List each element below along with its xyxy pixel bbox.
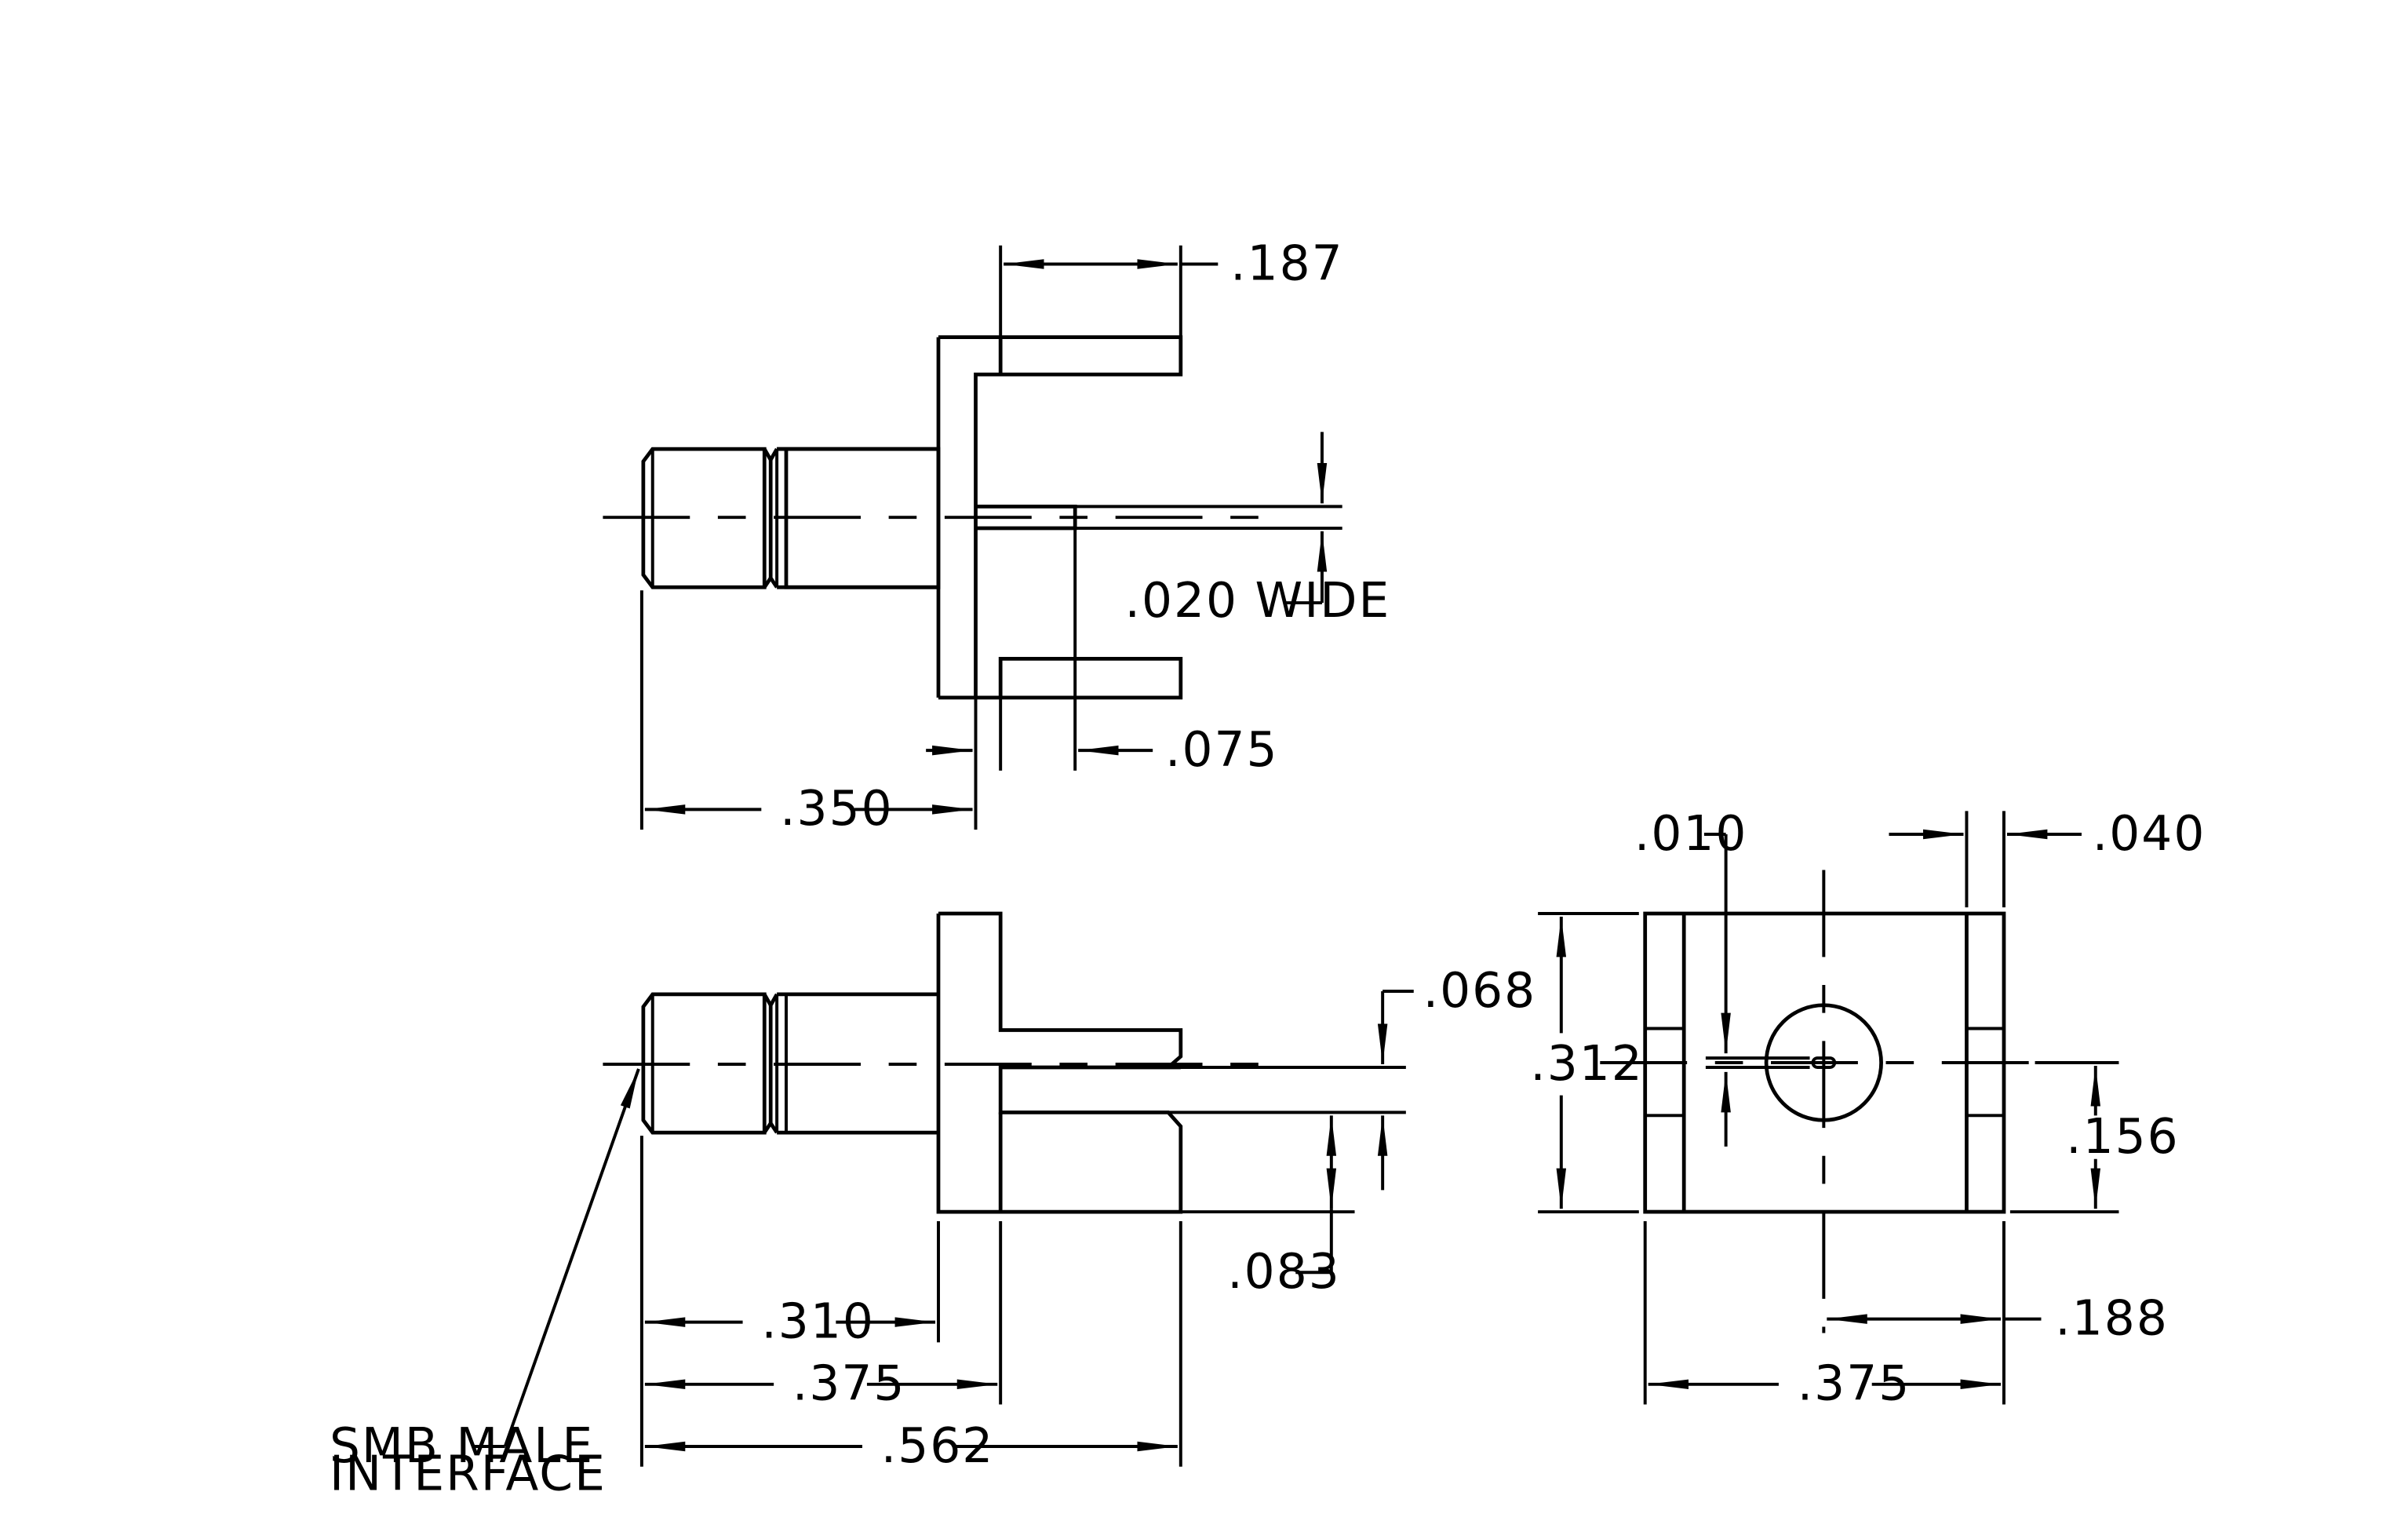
callout-smb-male: SMB MALE — [330, 1418, 594, 1474]
dim-310: .310 — [761, 1293, 875, 1349]
end-view: .010 .040 .312 .156 .188 .375 — [1530, 806, 2206, 1412]
dim-187: .187 — [1230, 235, 1344, 291]
dim-188: .188 — [2055, 1290, 2169, 1346]
dim-350: .350 — [780, 781, 894, 837]
callout-interface: INTERFACE — [330, 1446, 607, 1501]
dim-068: .068 — [1423, 963, 1537, 1019]
dim-375-end: .375 — [1798, 1356, 1911, 1412]
dim-312: .312 — [1530, 1036, 1644, 1092]
side-view-flange — [936, 911, 1183, 1214]
dim-156: .156 — [2066, 1109, 2180, 1165]
side-view: .068 .083 .310 .375 .562 SMB MALE INTERF… — [330, 911, 1537, 1501]
dim-083: .083 — [1227, 1244, 1341, 1300]
dim-040: .040 — [2093, 806, 2206, 862]
top-view: .187 .020 WIDE .075 .350 — [603, 235, 1391, 837]
dim-375-side: .375 — [792, 1356, 906, 1412]
dim-020-wide: .020 WIDE — [1125, 573, 1391, 629]
dim-075: .075 — [1165, 722, 1279, 778]
dim-562: .562 — [881, 1418, 995, 1474]
dim-010: .010 — [1634, 806, 1748, 862]
